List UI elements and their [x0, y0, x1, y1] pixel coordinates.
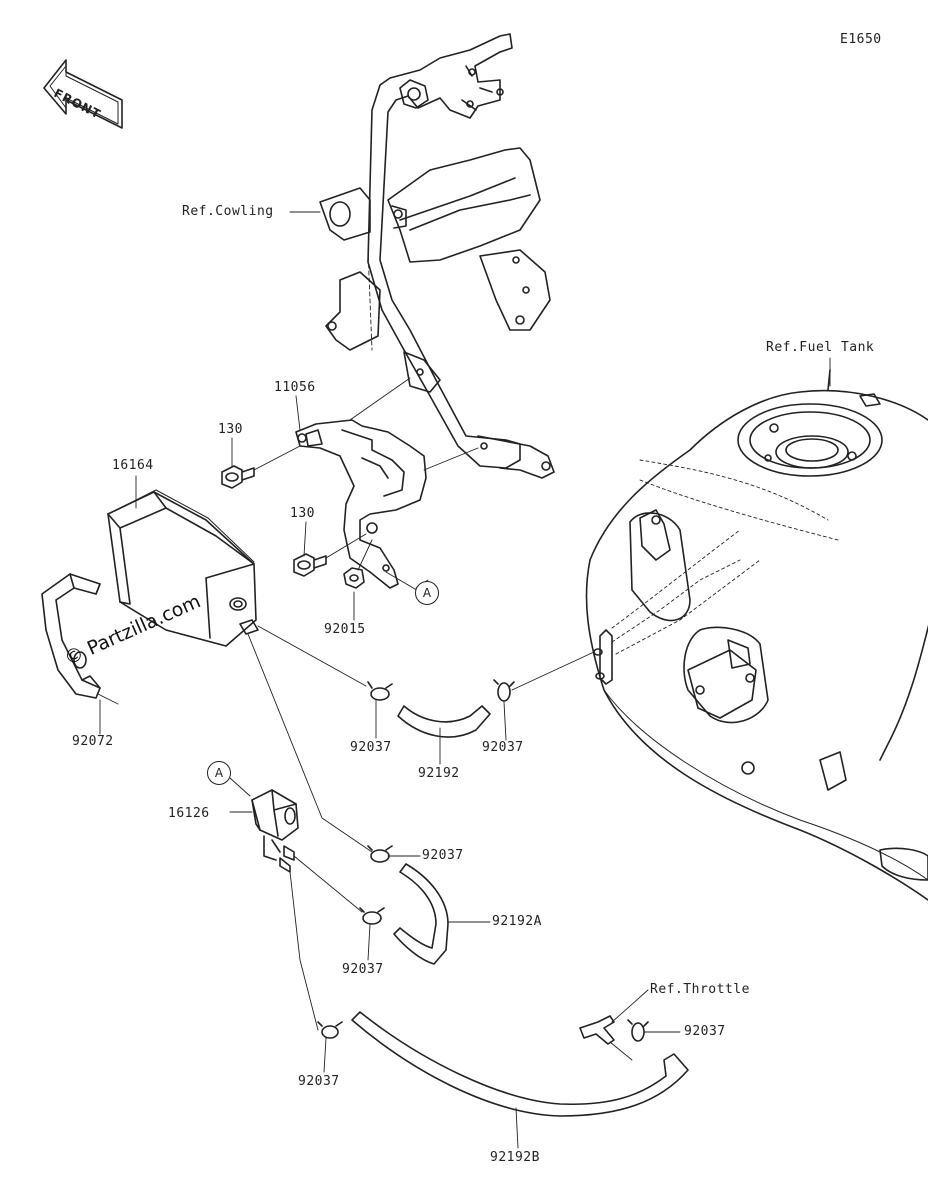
- part-92072-label: 92072: [72, 734, 114, 749]
- callout-a-bottom: A: [207, 761, 231, 785]
- part-92015-label: 92015: [324, 622, 366, 637]
- front-arrow-icon: [43, 59, 123, 129]
- part-92192-label: 92192: [418, 766, 460, 781]
- bolt-130-upper: [221, 445, 301, 489]
- band-92072: [41, 573, 119, 705]
- clamp-92037-6: [627, 1019, 649, 1042]
- part-16126-label: 16126: [168, 806, 210, 821]
- part-130-upper-label: 130: [218, 422, 243, 437]
- part-92037-label-3: 92037: [422, 848, 464, 863]
- clamp-92037-3: [367, 845, 393, 863]
- part-92037-label-5: 92037: [298, 1074, 340, 1089]
- clamp-92037-4: [359, 907, 385, 925]
- ref-cowling-label: Ref.Cowling: [182, 204, 274, 219]
- clamp-92037-1: [367, 681, 393, 701]
- diagram-code: E1650: [840, 32, 882, 47]
- fuel-tank: [585, 369, 928, 901]
- part-92037-label-2: 92037: [482, 740, 524, 755]
- callout-a-top: A: [415, 581, 439, 605]
- clamp-92037-2: [493, 679, 515, 702]
- valve-16126: [229, 777, 299, 873]
- part-11056-label: 11056: [274, 380, 316, 395]
- clamp-92037-5: [317, 1021, 343, 1039]
- part-92037-label-6: 92037: [684, 1024, 726, 1039]
- hose-92192: [397, 705, 491, 738]
- part-92037-label-1: 92037: [350, 740, 392, 755]
- frame-outline: [319, 33, 555, 479]
- hose-92192B: [351, 1011, 689, 1117]
- bolt-130-lower: [293, 533, 367, 577]
- part-92037-label-4: 92037: [342, 962, 384, 977]
- part-92192B-label: 92192B: [490, 1150, 540, 1165]
- part-130-lower-label: 130: [290, 506, 315, 521]
- ref-fuel-tank-label: Ref.Fuel Tank: [766, 340, 875, 355]
- hose-92192A: [393, 863, 449, 965]
- part-16164-label: 16164: [112, 458, 154, 473]
- ref-throttle-label: Ref.Throttle: [650, 982, 750, 997]
- canister-16164: [107, 489, 259, 647]
- part-92192A-label: 92192A: [492, 914, 542, 929]
- nut-92015: [343, 539, 373, 589]
- throttle-fitting: [579, 989, 649, 1061]
